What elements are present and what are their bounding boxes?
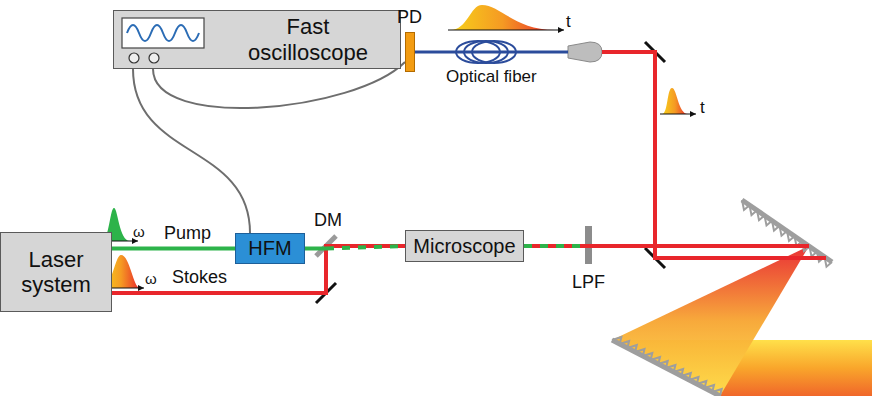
signal-beam — [415, 52, 826, 258]
part-name-anchor: DM — [314, 210, 342, 231]
axis-label: t — [700, 98, 705, 118]
grating-pair — [612, 200, 832, 396]
beam-label: Stokes — [172, 267, 227, 288]
part-name: Optical fiber — [446, 67, 537, 87]
microscope-box: Microscope — [405, 230, 524, 262]
pump-beam — [305, 247, 326, 251]
pump-beam — [326, 246, 405, 249]
grating-teeth — [612, 337, 722, 396]
pump-beam — [305, 246, 405, 249]
time-axis — [660, 113, 696, 114]
axis-label-anchor: t — [566, 12, 571, 32]
short-pulse — [662, 88, 688, 114]
part-name-anchor: LPF — [572, 272, 605, 293]
laser-box: Laser system — [0, 232, 112, 312]
pump-beam — [112, 248, 235, 249]
fiber-coupler — [568, 42, 602, 62]
signal-cable — [133, 69, 250, 233]
beam-label: Pump — [164, 223, 211, 244]
compressed-beam — [602, 52, 826, 258]
optical-fiber — [415, 51, 568, 54]
box-label: Laser system — [1, 247, 111, 298]
sine-wave — [127, 25, 199, 41]
signal-cable — [133, 69, 250, 233]
beam-label-anchor: Pump — [164, 223, 211, 244]
axis-label-anchor: ω — [145, 270, 157, 287]
pump-beam — [112, 247, 235, 251]
hfm-box: HFM — [235, 233, 305, 264]
box-label: HFM — [248, 237, 291, 260]
input-connector — [149, 53, 159, 63]
axis-label-anchor: t — [700, 98, 705, 118]
time-axis — [448, 29, 564, 30]
axis-label: t — [566, 12, 571, 32]
box-label: Fast oscilloscope — [228, 14, 388, 65]
scope-screen — [122, 18, 204, 48]
part-name: LPF — [572, 272, 605, 293]
beam-label-anchor: Stokes — [172, 267, 227, 288]
axis-label: ω — [133, 223, 145, 240]
scope-icon — [114, 11, 214, 67]
input-connector — [129, 53, 139, 63]
axis-label-anchor: ω — [133, 223, 145, 240]
pump-beam — [524, 244, 585, 248]
part-name: PD — [397, 7, 405, 28]
part-name: DM — [314, 210, 342, 231]
axis-label: ω — [145, 270, 157, 287]
instrument-box: Fast oscilloscope — [113, 10, 401, 69]
part-name-anchor: Optical fiber — [446, 67, 537, 87]
signal-beam — [524, 244, 809, 248]
photodiode: PD — [405, 32, 415, 72]
box-label: Microscope — [413, 235, 515, 258]
dispersion-fan — [612, 246, 809, 396]
stretched-pulse — [450, 5, 555, 30]
